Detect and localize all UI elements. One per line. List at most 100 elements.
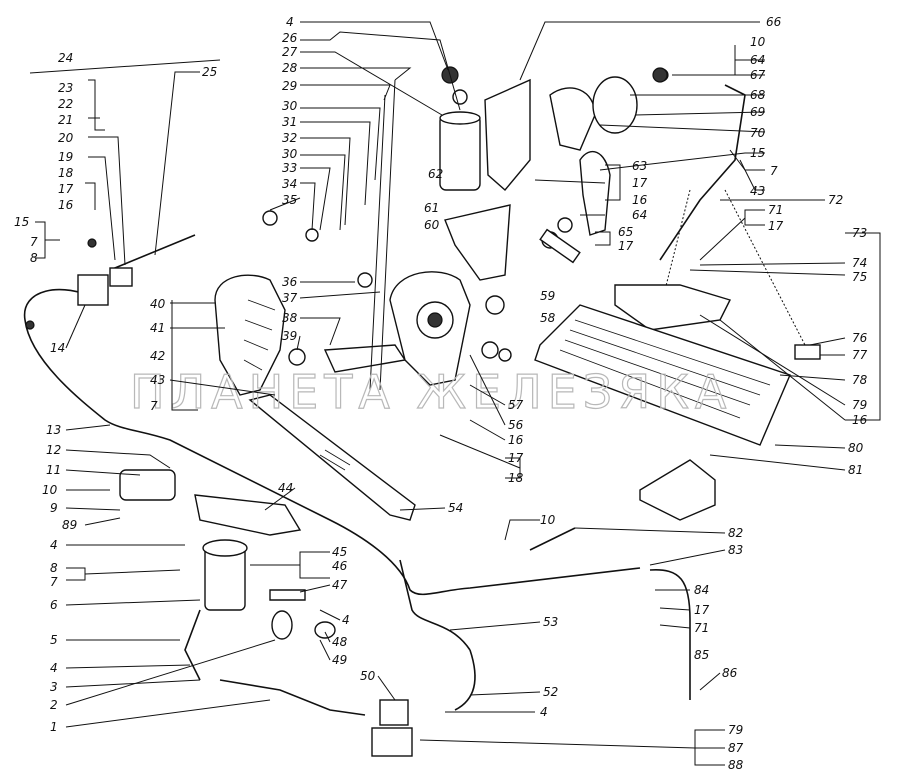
callout-25: 25 — [202, 65, 217, 79]
callout-36: 36 — [282, 275, 298, 289]
callout-16b: 16 — [508, 433, 524, 447]
cylinder-62 — [439, 114, 481, 191]
callout-16: 16 — [58, 198, 74, 212]
pipe-3-4 — [184, 609, 201, 681]
callout-66: 66 — [766, 15, 782, 29]
callout-37: 37 — [282, 291, 298, 305]
plug-35 — [262, 210, 278, 226]
callout-74: 74 — [852, 256, 867, 270]
callout-87: 87 — [728, 741, 744, 755]
brake-pipe-branch — [399, 559, 471, 651]
callout-85: 85 — [694, 648, 709, 662]
callout-67: 67 — [750, 68, 766, 82]
callout-10b: 10 — [750, 35, 766, 49]
callout-17f: 17 — [694, 603, 710, 617]
callout-50: 50 — [360, 669, 376, 683]
callout-7d: 7 — [770, 164, 778, 178]
callout-15b: 15 — [750, 146, 765, 160]
callout-71b: 71 — [694, 621, 709, 635]
callout-4: 4 — [286, 15, 294, 29]
callout-30b: 30 — [282, 147, 298, 161]
lever-64 — [579, 150, 611, 236]
callout-77: 77 — [852, 348, 868, 362]
callout-69: 69 — [750, 105, 765, 119]
callout-16c: 16 — [632, 193, 648, 207]
washer-39 — [288, 348, 306, 366]
fitting-2 — [271, 610, 293, 640]
callout-10c: 10 — [540, 513, 556, 527]
callout-60: 60 — [424, 218, 440, 232]
callout-labels: 4 26 27 28 29 30 31 32 30 33 34 35 36 37… — [14, 15, 868, 772]
callout-42: 42 — [150, 349, 165, 363]
brake-pipe-main — [23, 288, 641, 596]
callout-72: 72 — [828, 193, 843, 207]
callout-52: 52 — [543, 685, 558, 699]
callout-64b: 64 — [632, 208, 647, 222]
hose-85 — [649, 569, 691, 700]
callout-17e: 17 — [768, 219, 784, 233]
callout-4b: 4 — [50, 538, 58, 552]
pedal-base-81 — [639, 459, 716, 521]
callout-43b: 43 — [750, 184, 765, 198]
callout-81: 81 — [848, 463, 863, 477]
callout-82: 82 — [728, 526, 743, 540]
fitting-56 — [481, 341, 499, 359]
callout-23: 23 — [58, 81, 73, 95]
callout-47: 47 — [332, 578, 348, 592]
callout-18: 18 — [58, 166, 74, 180]
callout-41: 41 — [150, 321, 165, 335]
callout-12: 12 — [46, 443, 61, 457]
callout-62: 62 — [428, 167, 443, 181]
callout-1: 1 — [50, 720, 58, 734]
pedal-bracket — [214, 274, 286, 396]
callout-17c: 17 — [632, 176, 648, 190]
callout-49: 49 — [332, 653, 347, 667]
callout-26: 26 — [282, 31, 298, 45]
callout-32: 32 — [282, 131, 297, 145]
callout-9: 9 — [50, 501, 58, 515]
callout-61: 61 — [424, 201, 439, 215]
lever-69 — [549, 87, 596, 151]
callout-39: 39 — [282, 329, 297, 343]
callout-11: 11 — [46, 463, 61, 477]
pedal-arm-54 — [248, 394, 416, 521]
callout-63: 63 — [632, 159, 647, 173]
callout-54: 54 — [448, 501, 463, 515]
callout-4c: 4 — [50, 661, 58, 675]
parts-artwork — [23, 66, 821, 757]
callout-22: 22 — [58, 97, 73, 111]
block-87 — [371, 727, 413, 757]
bracket-61 — [444, 204, 511, 281]
callout-71: 71 — [768, 203, 783, 217]
callout-15: 15 — [14, 215, 29, 229]
callout-57: 57 — [508, 398, 524, 412]
callout-89: 89 — [62, 518, 77, 532]
callout-7b: 7 — [150, 399, 158, 413]
hose-52 — [454, 649, 476, 711]
callout-35: 35 — [282, 193, 297, 207]
callout-4e: 4 — [540, 705, 548, 719]
callout-45: 45 — [332, 545, 347, 559]
callout-4d: 4 — [342, 613, 350, 627]
callout-29: 29 — [282, 79, 297, 93]
callout-24: 24 — [58, 51, 73, 65]
callout-64: 64 — [750, 53, 765, 67]
callout-17b: 17 — [508, 451, 524, 465]
callout-2: 2 — [50, 698, 58, 712]
nut-58 — [485, 295, 505, 315]
callout-76: 76 — [852, 331, 868, 345]
callout-56: 56 — [508, 418, 524, 432]
callout-40: 40 — [150, 297, 166, 311]
bracket-76 — [794, 344, 821, 360]
callout-21: 21 — [58, 113, 73, 127]
callout-75: 75 — [852, 270, 867, 284]
callout-70: 70 — [750, 126, 766, 140]
hose-1 — [219, 679, 366, 716]
callout-3: 3 — [50, 680, 58, 694]
callout-88: 88 — [728, 758, 744, 772]
leader-lines — [29, 21, 881, 766]
callout-46: 46 — [332, 559, 348, 573]
tee-47 — [269, 589, 306, 601]
callout-7c: 7 — [50, 575, 58, 589]
callout-79: 79 — [852, 398, 867, 412]
